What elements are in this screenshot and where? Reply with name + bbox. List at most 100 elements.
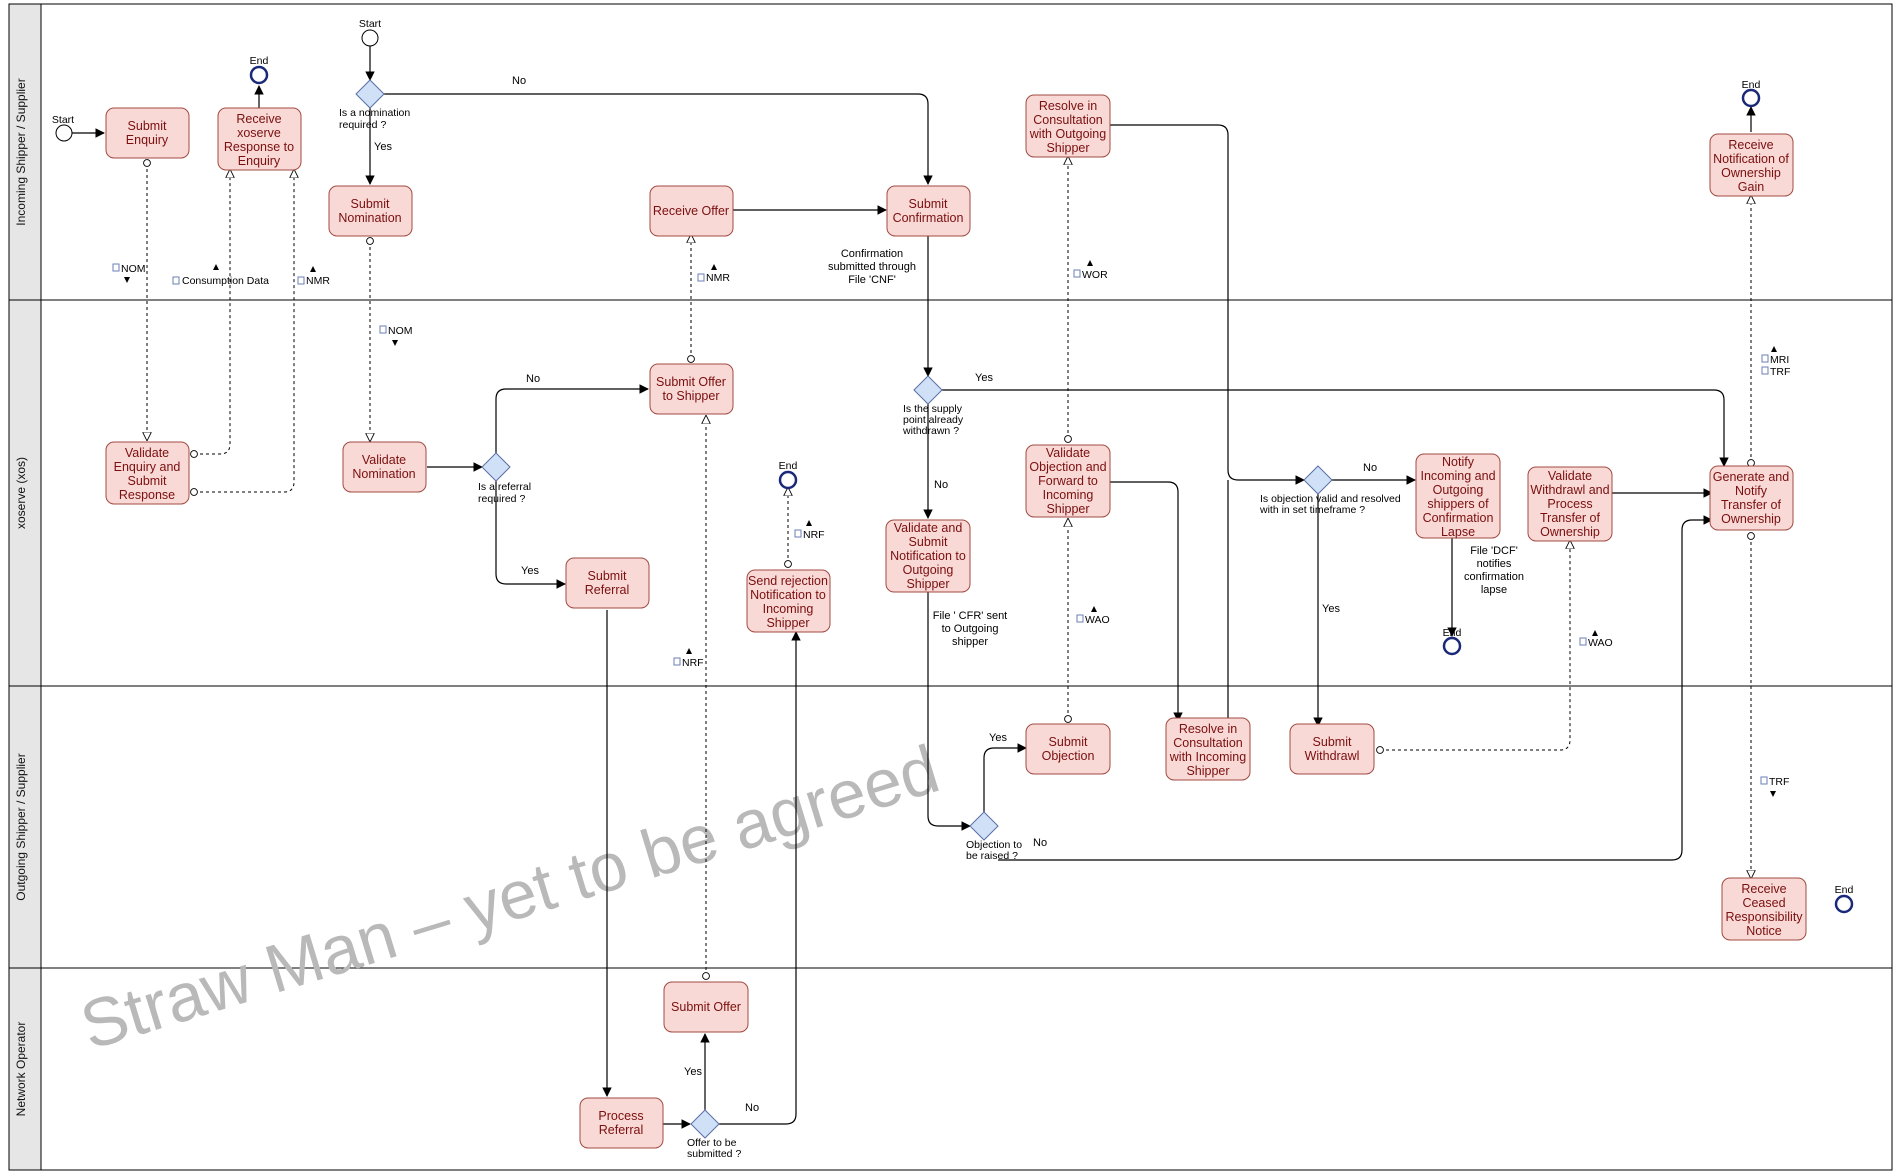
annotation-line: shipper bbox=[952, 636, 988, 648]
gateway-label-line: required ? bbox=[478, 493, 525, 505]
flow-label: Yes bbox=[1322, 603, 1340, 615]
task-label-line: Referral bbox=[585, 583, 629, 597]
event-label: Start bbox=[52, 114, 74, 126]
task-label-line: Response bbox=[119, 488, 175, 502]
task-label-line: Validate bbox=[1046, 446, 1090, 460]
task-label-line: Transfer of bbox=[1540, 511, 1601, 525]
gateway-label-line: Is the supply bbox=[903, 403, 963, 415]
task-label-line: Consultation bbox=[1173, 736, 1243, 750]
document-icon bbox=[112, 263, 120, 272]
task-label-line: Incoming bbox=[763, 602, 814, 616]
task-receive-offer[interactable]: Receive Offer bbox=[649, 185, 734, 237]
task-label-line: Submit bbox=[351, 197, 390, 211]
task-label-line: xoserve bbox=[237, 126, 281, 140]
task-label-line: Receive bbox=[236, 112, 281, 126]
task-label-line: Validate and bbox=[894, 521, 963, 535]
task-label-line: Outgoing bbox=[1433, 483, 1484, 497]
document-icon bbox=[1579, 637, 1587, 646]
task-label-line: Ownership bbox=[1721, 512, 1781, 526]
task-label-line: Shipper bbox=[1046, 502, 1089, 516]
task-label-line: Resolve in bbox=[1179, 722, 1237, 736]
task-label-line: Enquiry bbox=[238, 154, 281, 168]
task-label-line: Enquiry and bbox=[114, 460, 181, 474]
message-nrf-1: NRF bbox=[794, 520, 825, 541]
message-flows bbox=[147, 157, 1751, 976]
gateway-label-line: with in set timeframe ? bbox=[1259, 504, 1365, 516]
annotation-line: lapse bbox=[1481, 584, 1507, 596]
gateway-label-line: Is a referral bbox=[478, 481, 531, 493]
message-label: NMR bbox=[306, 275, 330, 287]
task-label-line: Transfer of bbox=[1721, 498, 1782, 512]
message-nom-1: NOM bbox=[112, 263, 146, 283]
document-icon bbox=[673, 657, 681, 666]
task-label-line: Outgoing bbox=[903, 563, 954, 577]
message-nrf-2: NRF bbox=[673, 648, 704, 669]
task-label-line: Submit bbox=[1049, 735, 1088, 749]
end-event-icon bbox=[1741, 88, 1761, 108]
flow-label: No bbox=[1363, 462, 1377, 474]
end-event-icon bbox=[778, 470, 798, 490]
start-event-icon bbox=[55, 124, 73, 142]
message-label: Consumption Data bbox=[182, 275, 269, 287]
lane-label-outgoing: Outgoing Shipper / Supplier bbox=[14, 753, 28, 900]
arrow-up-icon bbox=[711, 264, 717, 270]
event-label: Start bbox=[359, 18, 381, 30]
message-label: NMR bbox=[706, 272, 730, 284]
message-label: NRF bbox=[682, 657, 704, 669]
document-icon bbox=[297, 276, 305, 285]
annotation-line: notifies bbox=[1477, 558, 1512, 570]
task-label-line: Receive bbox=[1728, 138, 1773, 152]
task-submit-offer[interactable]: Submit Offer bbox=[663, 981, 749, 1033]
task-label-line: Submit bbox=[909, 535, 948, 549]
task-label-line: Notify bbox=[1442, 455, 1475, 469]
arrow-up-icon bbox=[806, 520, 812, 526]
arrow-up-icon bbox=[310, 266, 316, 272]
message-nmr-2: NMR bbox=[697, 264, 730, 284]
gateway-label-line: required ? bbox=[339, 119, 386, 131]
annotation-line: confirmation bbox=[1464, 571, 1524, 583]
gateway-label-line: Objection to bbox=[966, 839, 1022, 851]
task-label-line: Incoming and bbox=[1420, 469, 1495, 483]
task-label-line: Validate bbox=[1548, 469, 1592, 483]
arrow-up-icon bbox=[1091, 606, 1097, 612]
task-label-line: Objection and bbox=[1029, 460, 1106, 474]
message-trf-2: TRF bbox=[1760, 776, 1789, 797]
